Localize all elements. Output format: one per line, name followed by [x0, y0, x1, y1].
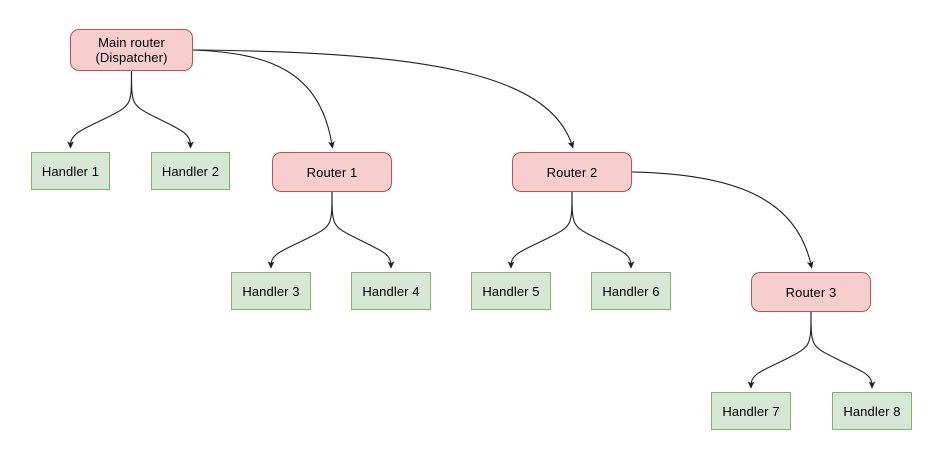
edge-router-2-to-router-3: [631, 171, 814, 269]
node-router-1[interactable]: Router 1: [272, 152, 392, 192]
node-router-3[interactable]: Router 3: [751, 272, 871, 312]
edge-router-1-to-handler-3: [267, 191, 333, 269]
edge-router-2-to-handler-5: [507, 191, 573, 269]
node-handler-8[interactable]: Handler 8: [832, 392, 912, 430]
edge-router-1-to-handler-4: [331, 191, 395, 269]
edge-main-to-router-2: [192, 49, 575, 149]
node-router-2[interactable]: Router 2: [512, 152, 632, 192]
node-handler-2[interactable]: Handler 2: [151, 152, 230, 190]
edge-group: [67, 49, 876, 389]
edge-main-to-handler-1: [67, 70, 133, 149]
node-handler-4[interactable]: Handler 4: [351, 272, 431, 310]
node-main-router[interactable]: Main router (Dispatcher): [70, 29, 193, 71]
edge-main-to-handler-2: [130, 70, 194, 149]
edge-router-2-to-handler-6: [571, 191, 635, 269]
edge-main-to-router-1: [192, 49, 335, 149]
node-handler-6[interactable]: Handler 6: [591, 272, 671, 310]
node-handler-5[interactable]: Handler 5: [471, 272, 551, 310]
edge-router-3-to-handler-8: [810, 311, 876, 389]
node-handler-1[interactable]: Handler 1: [31, 152, 110, 190]
edge-router-3-to-handler-7: [747, 311, 812, 389]
node-handler-7[interactable]: Handler 7: [711, 392, 791, 430]
node-handler-3[interactable]: Handler 3: [231, 272, 311, 310]
